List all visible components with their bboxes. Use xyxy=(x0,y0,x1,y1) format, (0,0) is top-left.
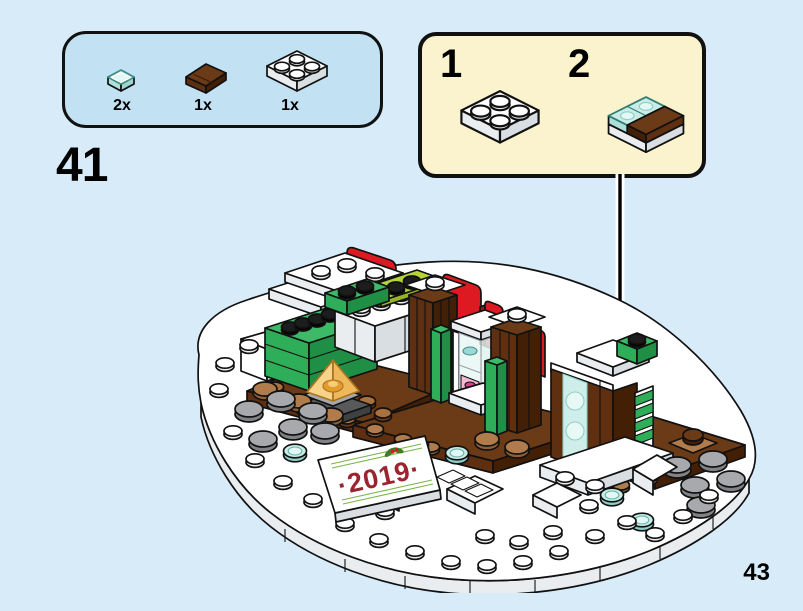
part-count-label: 1x xyxy=(281,97,299,114)
white-brick-block xyxy=(334,289,438,363)
white-plate-icon xyxy=(266,50,328,92)
green-bar-right xyxy=(484,356,508,436)
subassembly-step-1-label: 1 xyxy=(440,42,463,86)
subassembly-white-plate-icon xyxy=(460,90,540,144)
holly-decoration xyxy=(384,447,404,458)
green-brick-1x4 xyxy=(324,278,390,316)
step-number: 41 xyxy=(56,139,108,192)
part-count-label: 1x xyxy=(194,97,212,114)
parts-callout-box: 2x 1x 1x xyxy=(62,31,383,128)
trans-tile-icon xyxy=(107,69,135,92)
sign-2019: ·2019· xyxy=(317,435,442,523)
green-bar-left xyxy=(430,324,452,404)
page-number: 43 xyxy=(743,559,770,586)
brown-tile-icon xyxy=(185,63,227,94)
subassembly-assembled-piece-icon xyxy=(607,96,685,154)
subassembly-box: 1 2 xyxy=(418,32,706,178)
subassembly-step-2-label: 2 xyxy=(568,42,591,86)
model-illustration: ·2019· xyxy=(197,246,757,593)
part-count-label: 2x xyxy=(113,97,131,114)
